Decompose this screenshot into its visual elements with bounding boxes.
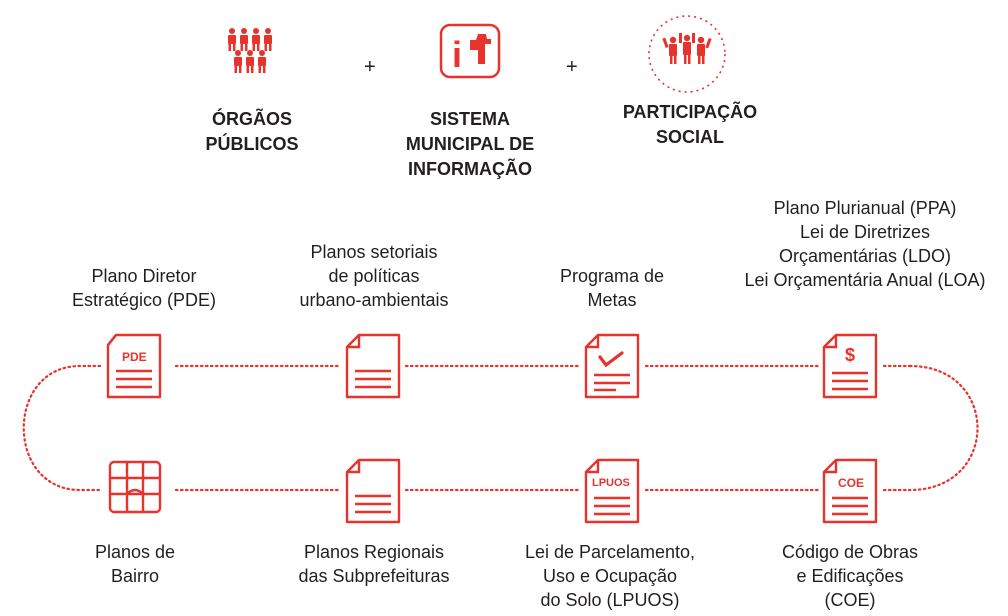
lpuos-document-icon: LPUOS	[584, 458, 640, 524]
info-logo-letter: i	[452, 34, 462, 75]
plus-sign-2: +	[566, 56, 578, 78]
connector-lines	[22, 364, 979, 492]
regionais-label: Planos Regionais das Subprefeituras	[298, 542, 450, 586]
lpuos-tag: LPUOS	[592, 477, 630, 489]
pde-label: Plano Diretor Estratégico (PDE)	[71, 266, 217, 310]
regionais-document-icon	[345, 458, 401, 524]
plus-sign-1: +	[364, 56, 376, 78]
people-group-icon	[228, 28, 272, 73]
lpuos-label: Lei de Parcelamento, Uso e Ocupação do S…	[524, 542, 696, 610]
check-icon	[598, 351, 624, 368]
metas-label: Programa de Metas	[559, 266, 665, 310]
pde-tag: PDE	[122, 350, 147, 364]
orcamento-label: Plano Plurianual (PPA) Lei de Diretrizes…	[744, 198, 986, 290]
participation-icon	[648, 15, 726, 93]
neighborhood-grid-icon	[108, 460, 162, 514]
participacao-social-label: PARTICIPAÇÃO SOCIAL	[622, 102, 758, 147]
budget-document-icon: $	[822, 333, 878, 399]
metas-document-icon	[584, 333, 640, 399]
sistema-municipal-label: SISTEMA MUNICIPAL DE INFORMAÇÃO	[405, 109, 535, 179]
coe-label: Código de Obras e Edificações (COE)	[781, 542, 919, 610]
coe-tag: COE	[838, 476, 864, 490]
pde-document-icon: PDE	[106, 333, 162, 399]
setoriais-label: Planos setoriais de políticas urbano-amb…	[299, 242, 449, 310]
setoriais-document-icon	[345, 333, 401, 399]
right-loop	[908, 364, 979, 492]
orgaos-publicos-label: ÓRGÃOS PÚBLICOS	[205, 109, 299, 154]
coe-document-icon: COE	[822, 458, 878, 524]
dollar-icon: $	[845, 345, 855, 365]
information-system-icon: i	[439, 23, 501, 79]
left-loop	[22, 364, 102, 492]
bairro-label: Planos de Bairro	[94, 542, 176, 586]
